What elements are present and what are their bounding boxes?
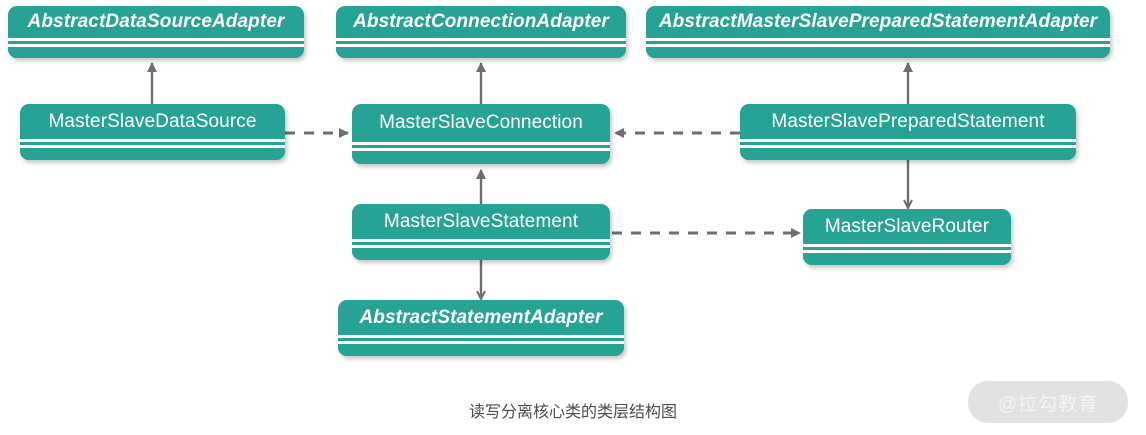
class-node-master-slave-connection[interactable]: MasterSlaveConnection	[352, 104, 610, 164]
class-separator	[646, 44, 1110, 47]
class-operations-compartment	[352, 248, 610, 260]
class-separator	[352, 142, 610, 145]
class-name-label: MasterSlaveConnection	[379, 112, 583, 133]
class-separator	[740, 145, 1076, 148]
class-operations-compartment	[336, 47, 626, 58]
class-separator-gap	[338, 338, 624, 341]
class-separator-gap	[740, 142, 1076, 145]
class-separator	[338, 341, 624, 344]
class-node-master-slave-prepared-statement[interactable]: MasterSlavePreparedStatement	[740, 104, 1076, 160]
class-operations-compartment	[20, 148, 285, 160]
watermark: @拉勾教育	[968, 381, 1128, 423]
class-separator-gap	[352, 145, 610, 148]
class-separator	[20, 145, 285, 148]
class-separator-gap	[20, 142, 285, 145]
class-operations-compartment	[338, 344, 624, 356]
class-separator	[646, 38, 1110, 41]
class-node-master-slave-statement[interactable]: MasterSlaveStatement	[352, 204, 610, 260]
class-operations-compartment	[803, 253, 1011, 265]
class-operations-compartment	[352, 151, 610, 164]
class-name-label: AbstractMasterSlavePreparedStatementAdap…	[658, 11, 1098, 32]
class-separator	[8, 38, 304, 41]
watermark-text: @拉勾教育	[997, 393, 1099, 415]
class-separator	[352, 239, 610, 242]
class-node-abstract-connection-adapter[interactable]: AbstractConnectionAdapter	[336, 6, 626, 58]
class-separator	[8, 44, 304, 47]
class-separator-gap	[646, 41, 1110, 44]
class-node-abstract-master-slave-prepared-statement-adapter[interactable]: AbstractMasterSlavePreparedStatementAdap…	[646, 6, 1110, 58]
class-operations-compartment	[740, 148, 1076, 160]
class-name-label: MasterSlavePreparedStatement	[771, 110, 1045, 132]
class-node-abstract-statement-adapter[interactable]: AbstractStatementAdapter	[338, 300, 624, 356]
class-separator	[336, 44, 626, 47]
class-name-label: MasterSlaveDataSource	[48, 110, 257, 132]
class-node-abstract-data-source-adapter[interactable]: AbstractDataSourceAdapter	[8, 6, 304, 58]
class-name-label: MasterSlaveStatement	[383, 210, 579, 232]
class-separator-gap	[8, 41, 304, 44]
class-name-label: AbstractDataSourceAdapter	[27, 11, 285, 32]
class-separator	[338, 335, 624, 338]
class-separator	[352, 148, 610, 151]
class-separator-gap	[352, 242, 610, 245]
class-name-label: MasterSlaveRouter	[824, 215, 990, 237]
class-operations-compartment	[8, 47, 304, 58]
diagram-caption: 读写分离核心类的类层结构图	[468, 404, 677, 421]
class-operations-compartment	[646, 47, 1110, 58]
class-separator	[740, 139, 1076, 142]
class-separator-gap	[803, 247, 1011, 250]
class-node-master-slave-data-source[interactable]: MasterSlaveDataSource	[20, 104, 285, 160]
class-node-master-slave-router[interactable]: MasterSlaveRouter	[803, 209, 1011, 265]
class-separator	[352, 245, 610, 248]
class-name-label: AbstractConnectionAdapter	[353, 11, 609, 32]
class-separator-gap	[336, 41, 626, 44]
class-separator	[20, 139, 285, 142]
class-separator	[803, 250, 1011, 253]
class-separator	[803, 244, 1011, 247]
class-separator	[336, 38, 626, 41]
class-name-label: AbstractStatementAdapter	[359, 306, 603, 328]
